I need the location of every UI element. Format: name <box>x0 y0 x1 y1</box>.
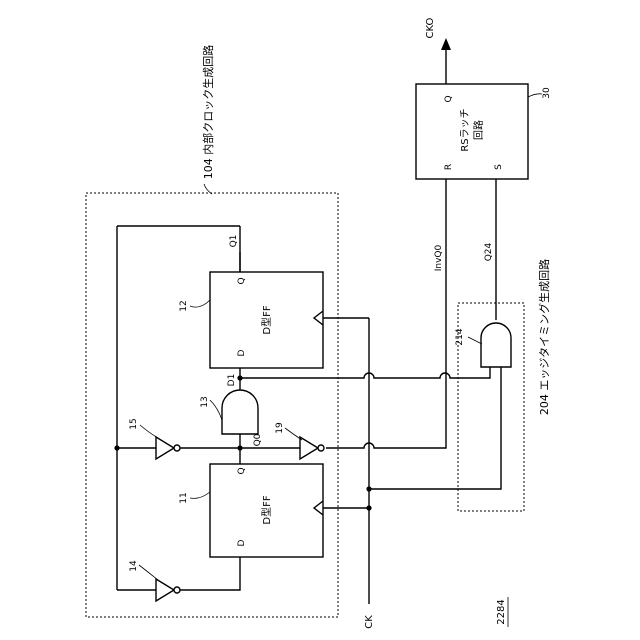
ref-11: 11 <box>179 492 189 503</box>
figure-number-text: 2284 <box>496 599 507 624</box>
rs-latch-30: RSラッチ 回路 R S Q <box>416 84 528 179</box>
ff2-pin-d: D <box>237 349 247 356</box>
internal-clock-block-label: 104 内部クロック生成回路 <box>201 45 215 180</box>
signal-invq0: InvQ0 <box>434 244 444 271</box>
inverter-14 <box>156 579 180 601</box>
ref-15: 15 <box>129 418 139 429</box>
rs-label-line2: 回路 <box>472 120 485 140</box>
ref-12: 12 <box>179 300 189 311</box>
ref-19: 19 <box>275 422 285 434</box>
ref-14: 14 <box>129 560 139 572</box>
signal-ck: CK <box>364 615 375 629</box>
ff1-pin-d: D <box>237 539 247 546</box>
ref-30: 30 <box>542 87 552 99</box>
rs-pin-s: S <box>494 164 504 170</box>
edge-timing-block-label: 204 エッジタイミング生成回路 <box>537 259 551 415</box>
and-gate-214 <box>481 323 511 367</box>
rs-label-line1: RSラッチ <box>459 108 471 151</box>
and-gate-13 <box>222 390 258 434</box>
signal-cko: CKO <box>425 17 436 38</box>
inverter-19 <box>300 437 324 459</box>
d-flip-flop-11: D型FF D Q <box>210 464 323 557</box>
signal-q24: Q24 <box>484 242 494 261</box>
ref-214: 214 <box>455 328 465 345</box>
rs-pin-q: Q <box>444 95 454 102</box>
ref-13: 13 <box>200 396 210 407</box>
rs-pin-r: R <box>444 164 454 170</box>
ff2-label: D型FF <box>260 305 273 334</box>
signal-q0: Q0 <box>253 433 263 446</box>
figure-number: 2284 <box>496 597 508 627</box>
signal-q1: Q1 <box>229 235 239 248</box>
d-flip-flop-12: D型FF D Q <box>210 272 323 368</box>
ff1-pin-q: Q <box>237 467 247 474</box>
ff2-pin-q: Q <box>237 277 247 284</box>
inverter-15 <box>156 437 180 459</box>
ff1-label: D型FF <box>260 495 273 524</box>
signal-d1: D1 <box>227 374 237 387</box>
